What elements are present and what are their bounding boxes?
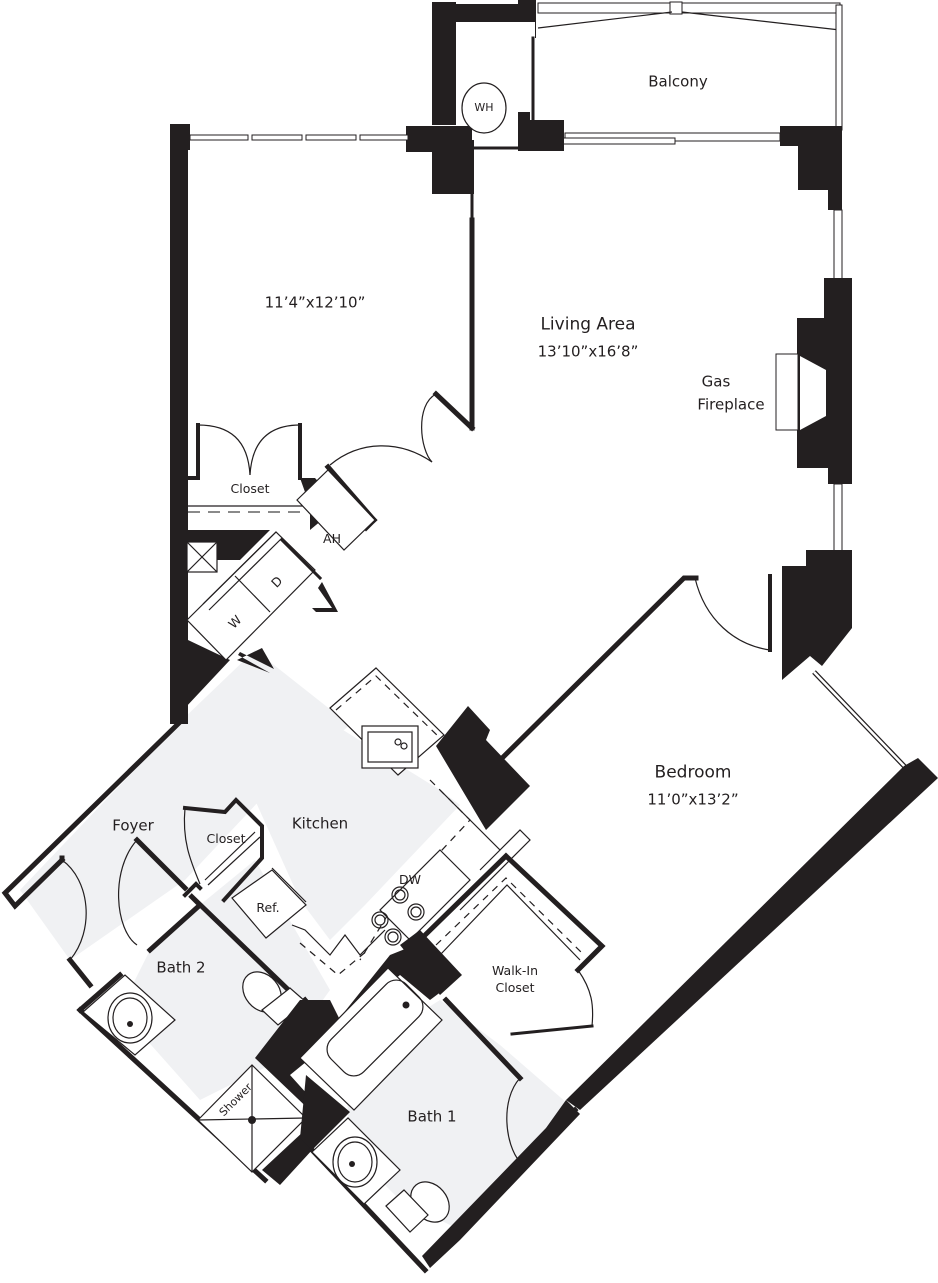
room-label-walkin-line1: Walk-In [491, 963, 539, 979]
bath1 [299, 930, 579, 1274]
kitchen-floor [255, 725, 460, 940]
room-size-living-area: 13’10”x16’8” [537, 342, 639, 361]
refrigerator [231, 869, 307, 939]
room-label-foyer: Foyer [112, 816, 154, 835]
living-walls [476, 126, 852, 784]
water-heater [461, 82, 507, 134]
laundry-area [186, 463, 378, 673]
fixture-label-refrigerator: Ref. [256, 900, 280, 916]
room-size-bedroom: 11’0”x13’2” [647, 790, 739, 809]
den-walls [170, 124, 476, 724]
foyer-floor [20, 650, 350, 960]
fireplace-hearth [775, 353, 799, 431]
kitchen-sink [361, 725, 419, 769]
den-closet [186, 423, 340, 573]
fixture-label-dishwasher: DW [399, 872, 421, 888]
fixture-label-fireplace-line2: Fireplace [697, 395, 765, 414]
foyer [1, 718, 264, 989]
room-size-den: 11’4”x12’10” [264, 293, 366, 312]
fixture-label-air-handler: AH [323, 531, 341, 547]
room-label-foyer-closet: Closet [206, 831, 246, 847]
fixture-label-fireplace-line1: Gas [701, 372, 731, 391]
room-label-den-closet: Closet [230, 481, 270, 497]
walkin-closet [416, 852, 606, 1036]
fixture-label-water-heater: WH [474, 101, 494, 115]
room-label-bath1: Bath 1 [407, 1107, 457, 1126]
room-label-kitchen: Kitchen [291, 814, 349, 833]
room-label-bedroom: Bedroom [654, 762, 732, 783]
balcony-structure [406, 0, 843, 222]
room-label-balcony: Balcony [648, 72, 708, 91]
room-label-bath2: Bath 2 [156, 958, 206, 977]
room-label-walkin-line2: Closet [495, 980, 535, 996]
air-handler [296, 469, 376, 551]
room-label-living-area: Living Area [540, 314, 636, 335]
